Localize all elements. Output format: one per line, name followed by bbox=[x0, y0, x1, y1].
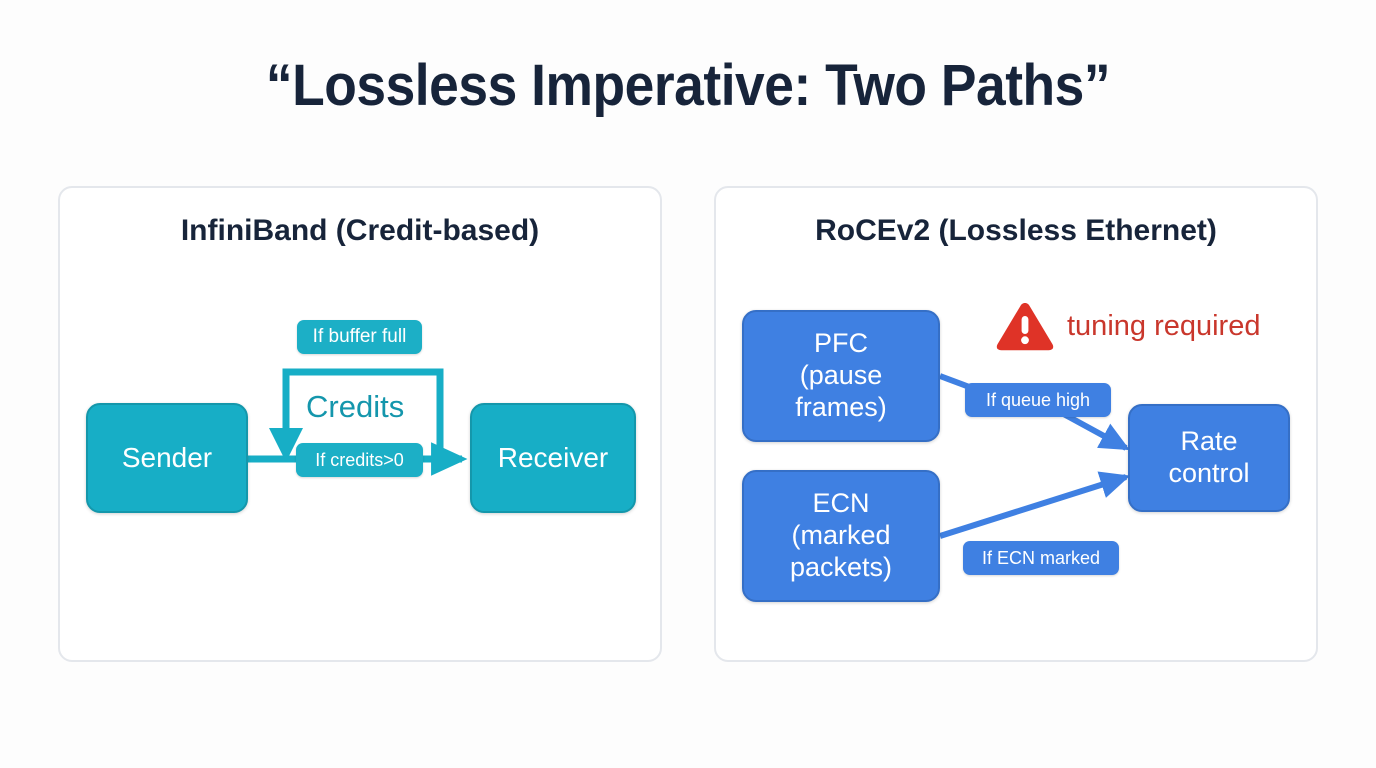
node-sender[interactable]: Sender bbox=[86, 403, 248, 513]
warning-triangle-icon bbox=[996, 303, 1054, 351]
panel-title-rocev2: RoCEv2 (Lossless Ethernet) bbox=[815, 214, 1217, 247]
node-ecn[interactable]: ECN (marked packets) bbox=[742, 470, 940, 602]
edge-label-credits: Credits bbox=[306, 389, 405, 424]
edge-label-if-credits-gt-zero: If credits>0 bbox=[296, 443, 423, 477]
edge-label-if-buffer-full: If buffer full bbox=[297, 320, 422, 354]
warning-annotation: tuning required bbox=[995, 300, 1260, 352]
node-pfc[interactable]: PFC (pause frames) bbox=[742, 310, 940, 442]
edge-label-if-queue-high: If queue high bbox=[965, 383, 1111, 417]
page-title: “Lossless Imperative: Two Paths” bbox=[265, 53, 1111, 118]
node-rate-control[interactable]: Rate control bbox=[1128, 404, 1290, 512]
panel-title-infiniband: InfiniBand (Credit-based) bbox=[180, 214, 540, 247]
node-receiver[interactable]: Receiver bbox=[470, 403, 636, 513]
warning-text: tuning required bbox=[1067, 309, 1261, 342]
edge-label-if-ecn-marked: If ECN marked bbox=[963, 541, 1119, 575]
